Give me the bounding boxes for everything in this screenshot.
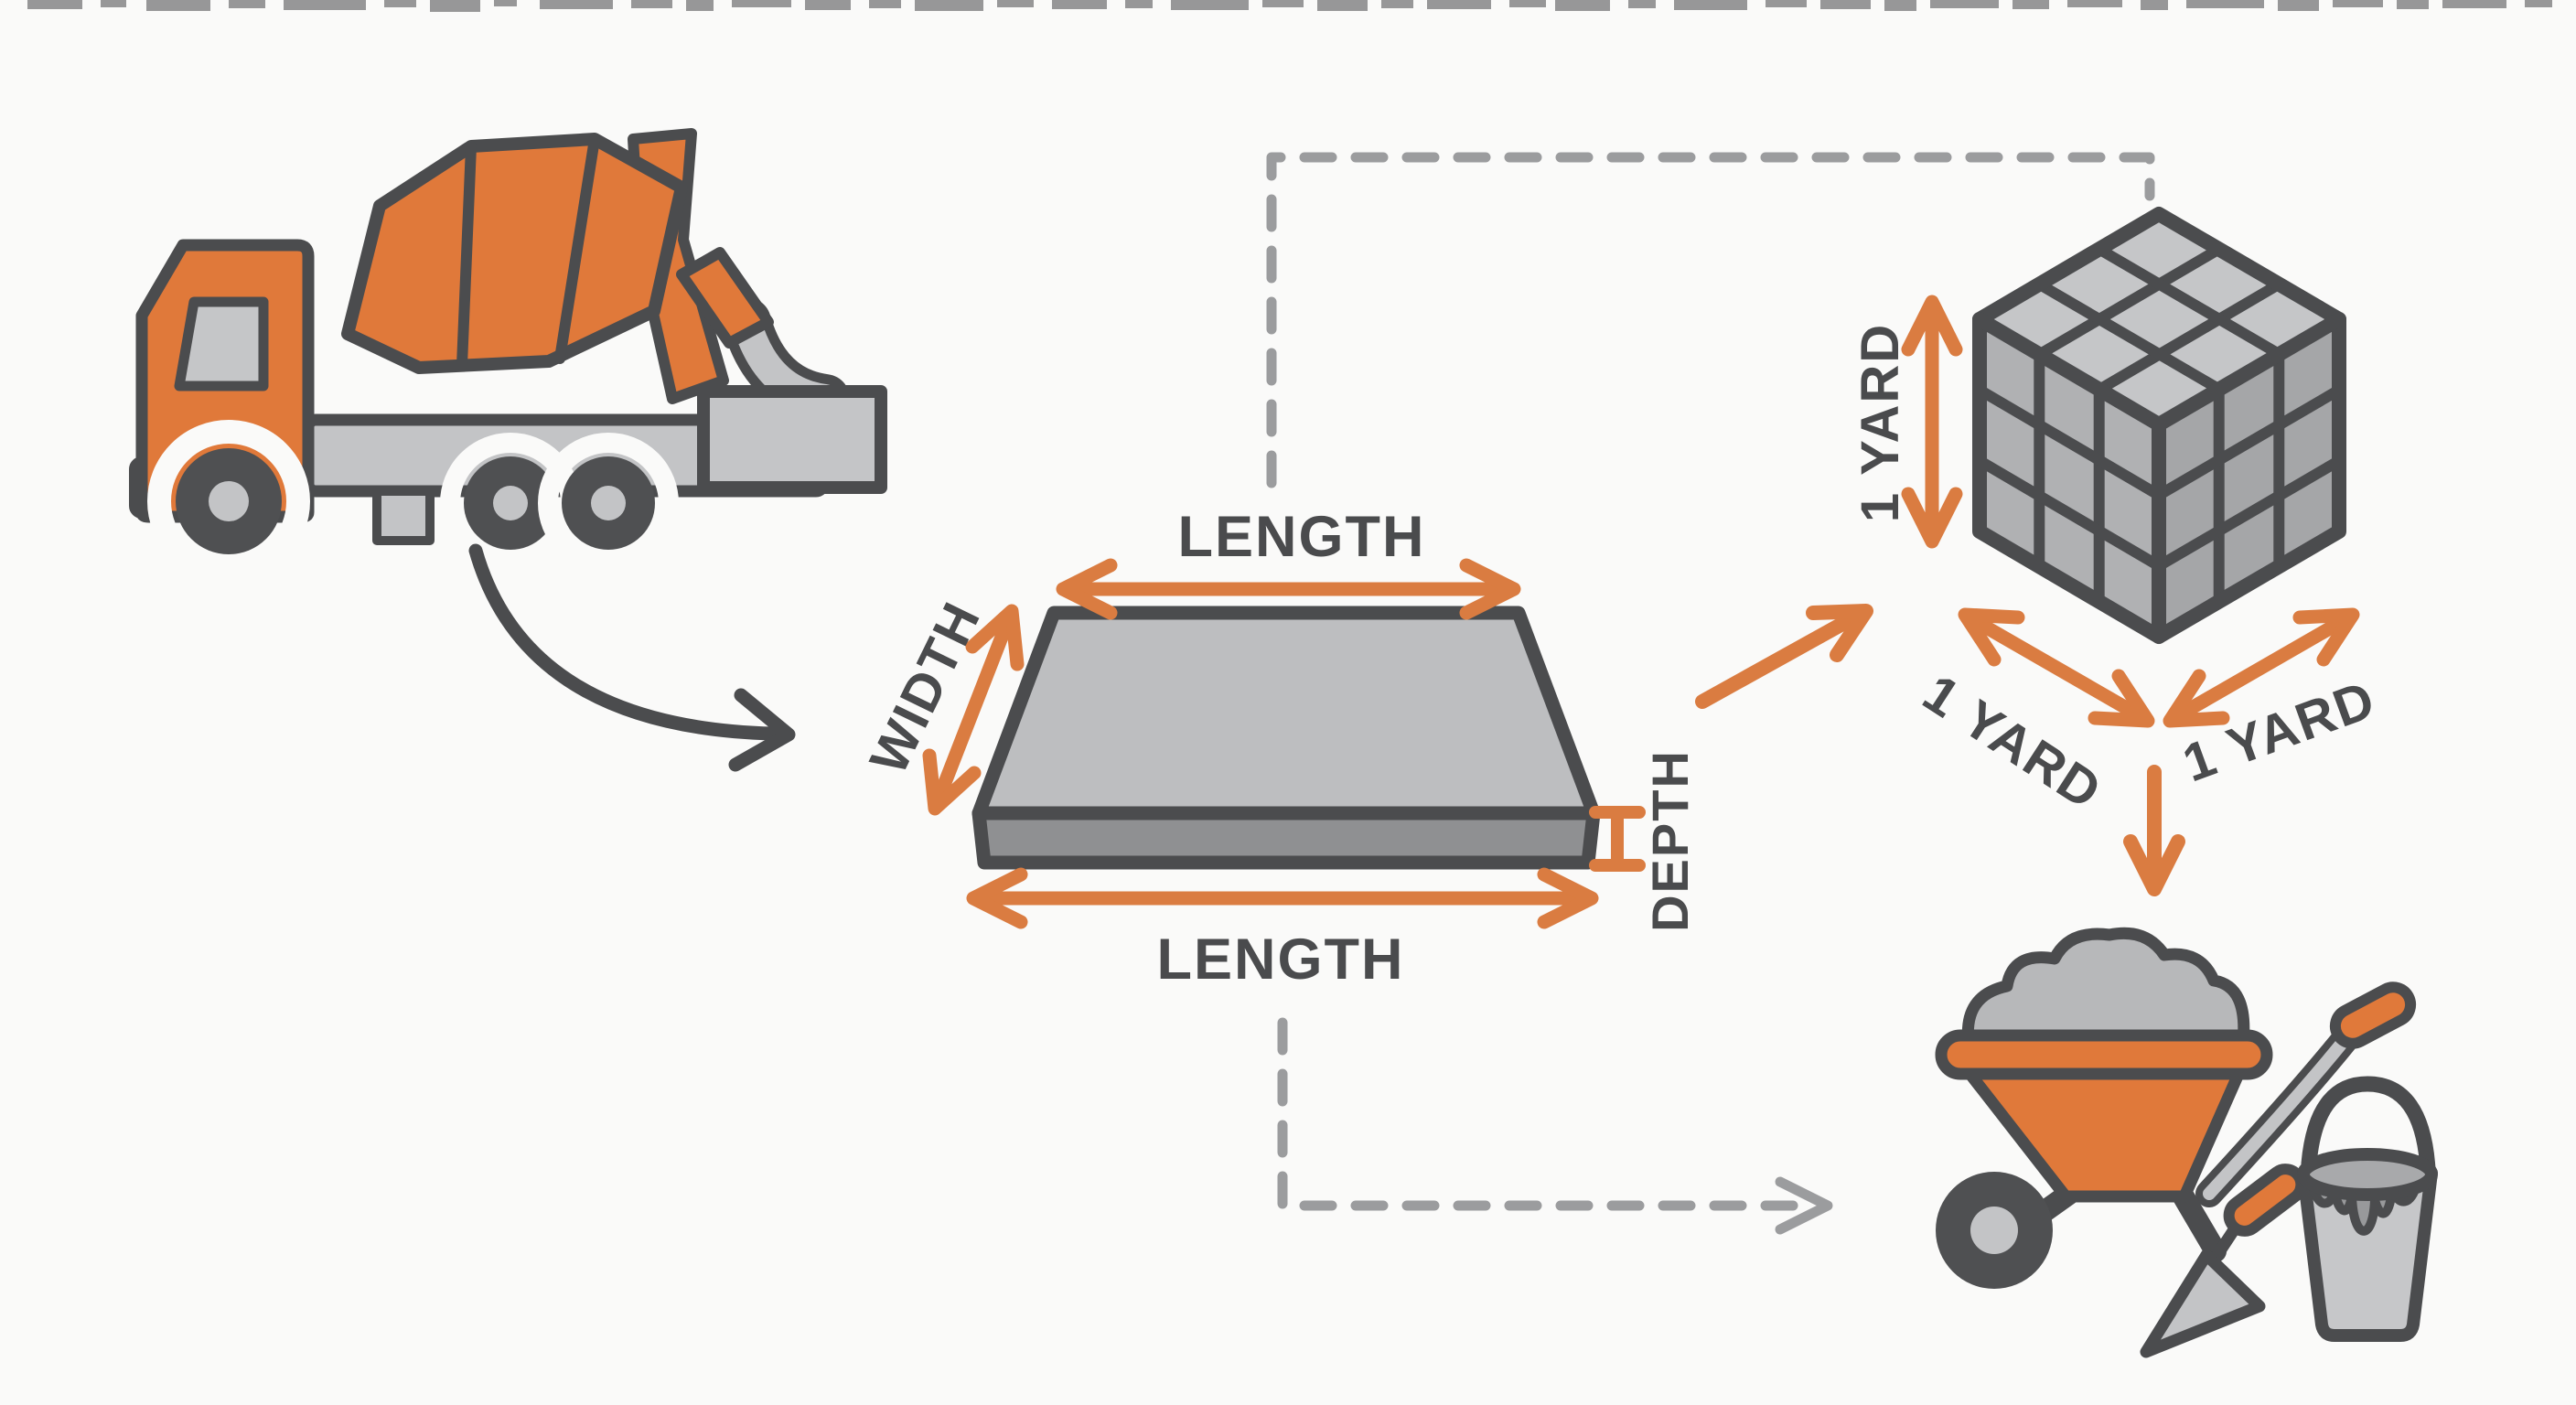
wheelbarrow-hub: [1970, 1207, 2018, 1254]
concrete-mixer-truck-icon: [129, 128, 887, 583]
concrete-slab-icon: [971, 606, 1601, 870]
truck-rear-hub-1: [493, 486, 528, 520]
mixer-drum: [341, 133, 688, 374]
cube-edges: [1972, 207, 2346, 644]
tub-rim: [1935, 1029, 2273, 1080]
slab-depth-label: DEPTH: [1641, 749, 1699, 932]
concrete-mound: [1961, 927, 2250, 1049]
truck-step-box: [372, 487, 435, 545]
cab-window-icon: [174, 296, 269, 391]
width-arrow: [932, 616, 1014, 804]
cube-grid-lines: [1974, 243, 2345, 607]
bucket-body: [2297, 1166, 2438, 1342]
depth-gauge-icon: [1589, 806, 1646, 872]
slab-top-face: [971, 606, 1601, 820]
curved-flow-arrow-icon: [468, 543, 796, 772]
slab-length-label-bottom: LENGTH: [1156, 928, 1405, 992]
dashed-arrowhead: [1775, 1176, 1833, 1235]
truck-front-hub: [209, 481, 249, 521]
truck-rear-hub-2: [591, 486, 626, 520]
flow-arrow-cube-to-wheelbarrow: [2123, 765, 2185, 896]
chute-upper: [676, 247, 774, 349]
dashed-connector-top: [1266, 152, 2155, 488]
bucket-rim: [2297, 1148, 2438, 1201]
cubic-yard-cube-icon: [1972, 207, 2346, 644]
mixer-drum-facets: [456, 134, 600, 370]
cropped-text-fragments: [27, 0, 2552, 12]
bucket-handle: [2301, 1076, 2436, 1177]
slab-front-face: [971, 806, 1601, 870]
flow-arrow-slab-to-cube: [1695, 604, 1873, 709]
cube-left-edge-arrow: [1965, 612, 2148, 724]
slab-dimension-arrows: [922, 558, 1646, 929]
cube-right-edge-arrow: [2170, 612, 2353, 724]
trowel-blade: [2140, 1249, 2266, 1358]
cube-dimension-arrows: [1901, 295, 2360, 728]
slab-length-label-top: LENGTH: [1177, 505, 1426, 569]
handle-grip: [2329, 981, 2417, 1049]
cube-height-label: 1 YARD: [1851, 322, 1910, 523]
wheelbarrow-and-tools-icon: [1935, 927, 2438, 1358]
dashed-connector-bottom: [1277, 1017, 1833, 1235]
concrete-form-box: [697, 385, 887, 494]
